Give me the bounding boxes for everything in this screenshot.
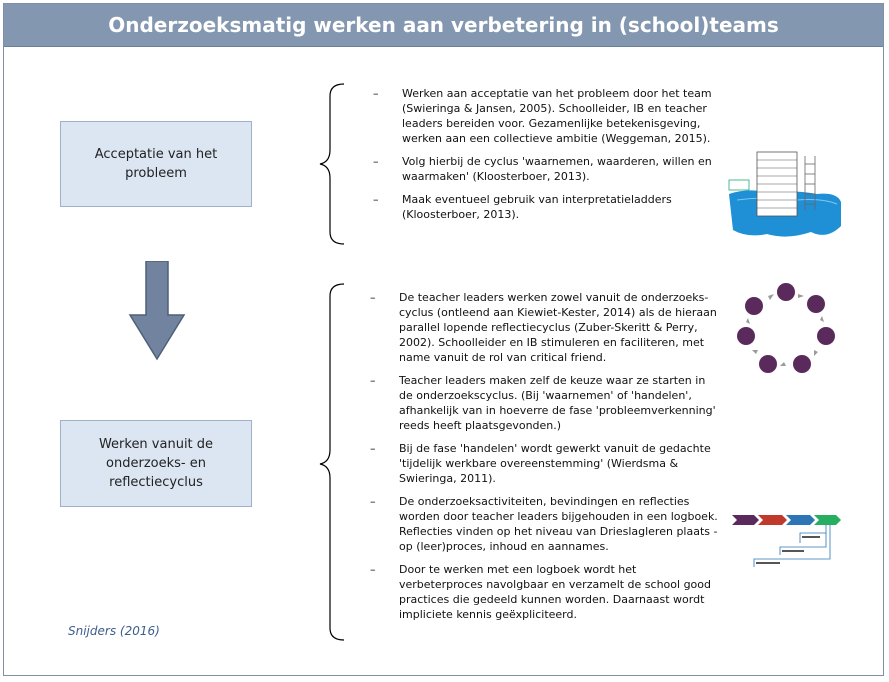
slide-title: Onderzoeksmatig werken aan verbetering i… xyxy=(4,4,883,47)
credit-text: Snijders (2016) xyxy=(68,624,160,638)
research-cycle-thumbnail xyxy=(730,278,842,378)
interpretation-ladder-thumbnail xyxy=(727,150,843,242)
list-item: –Teacher leaders maken zelf de keuze waa… xyxy=(370,373,720,433)
curly-brace-top xyxy=(318,82,348,246)
list-item: –Bij de fase 'handelen' wordt gewerkt va… xyxy=(370,441,720,486)
list-item: –Door te werken met een logboek wordt he… xyxy=(370,562,720,622)
acceptance-bullet-list: –Werken aan acceptatie van het probleem … xyxy=(373,86,713,230)
list-item: –Maak eventueel gebruik van interpretati… xyxy=(373,192,713,222)
stage-box-research-cycle: Werken vanuit de onderzoeks- en reflecti… xyxy=(60,420,252,507)
research-cycle-bullet-list: –De teacher leaders werken zowel vanuit … xyxy=(370,290,720,630)
down-arrow-icon xyxy=(128,261,186,361)
list-item: –Volg hierbij de cyclus 'waarnemen, waar… xyxy=(373,154,713,184)
list-item: –De teacher leaders werken zowel vanuit … xyxy=(370,290,720,365)
reflection-chevrons-thumbnail xyxy=(730,513,842,573)
curly-brace-bottom xyxy=(318,282,348,642)
list-item: –Werken aan acceptatie van het probleem … xyxy=(373,86,713,146)
list-item: –De onderzoeksactiviteiten, bevindingen … xyxy=(370,494,720,554)
stage-box-acceptance: Acceptatie van het probleem xyxy=(60,121,252,207)
